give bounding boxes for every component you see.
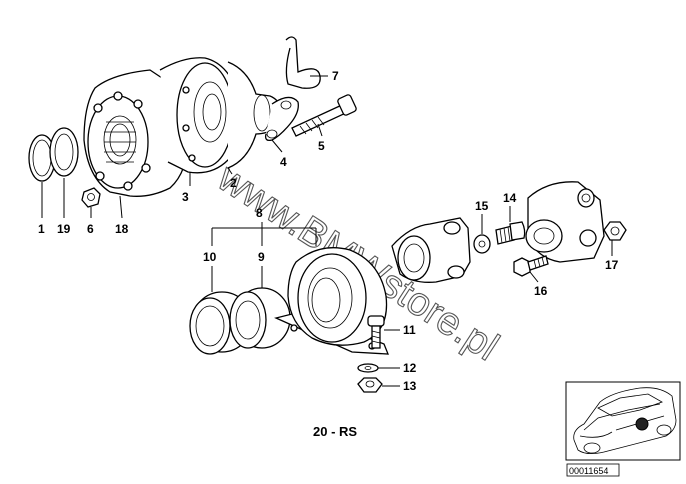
nut-17 (603, 221, 627, 241)
center-mount-8 (274, 247, 389, 355)
callout-5: 5 (318, 139, 325, 153)
center-bearing-group (189, 247, 389, 393)
callout-13: 13 (403, 379, 417, 393)
flexible-disc-18 (83, 69, 189, 197)
diagram-caption: 20 - RS (313, 424, 357, 439)
callout-labels: 1 19 6 18 3 2 4 5 7 8 10 9 11 12 13 14 1… (38, 69, 619, 393)
callout-8: 8 (256, 206, 263, 220)
callout-3: 3 (182, 190, 189, 204)
callout-17: 17 (605, 258, 619, 272)
callout-2: 2 (230, 176, 237, 190)
callout-7: 7 (332, 69, 339, 83)
washer-15 (473, 234, 491, 254)
ball-bearing-9 (229, 287, 291, 349)
cotter-pin-7 (285, 36, 321, 89)
callout-4: 4 (280, 155, 287, 169)
flange-yoke (525, 181, 605, 263)
washer-12 (357, 363, 379, 373)
bolt-11 (367, 315, 385, 349)
centering-flange-3 (159, 57, 243, 174)
image-code: 00011654 (569, 466, 608, 476)
seal-19 (49, 127, 79, 177)
thumbnail-frame (565, 381, 681, 461)
callout-12: 12 (403, 361, 417, 375)
callout-10: 10 (203, 250, 217, 264)
nut-13 (357, 377, 383, 393)
vehicle-locator-thumbnail: 00011654 (565, 381, 681, 477)
nut-6 (81, 187, 101, 208)
bolt-14 (495, 221, 526, 245)
callout-19: 19 (57, 222, 71, 236)
callout-15: 15 (475, 199, 489, 213)
callout-14: 14 (503, 191, 517, 205)
callout-18: 18 (115, 222, 129, 236)
image-code-box (566, 463, 620, 477)
callout-16: 16 (534, 284, 548, 298)
callout-1: 1 (38, 222, 45, 236)
callout-9: 9 (258, 250, 265, 264)
bolt-5 (291, 94, 357, 137)
flex-disc-group (28, 36, 357, 208)
leader-lines (41, 75, 613, 387)
universal-joint-group (391, 181, 627, 283)
location-marker (635, 417, 649, 431)
lock-plate-4 (264, 96, 299, 142)
callout-11: 11 (403, 323, 416, 337)
slip-yoke (391, 217, 471, 283)
callout-6: 6 (87, 222, 94, 236)
